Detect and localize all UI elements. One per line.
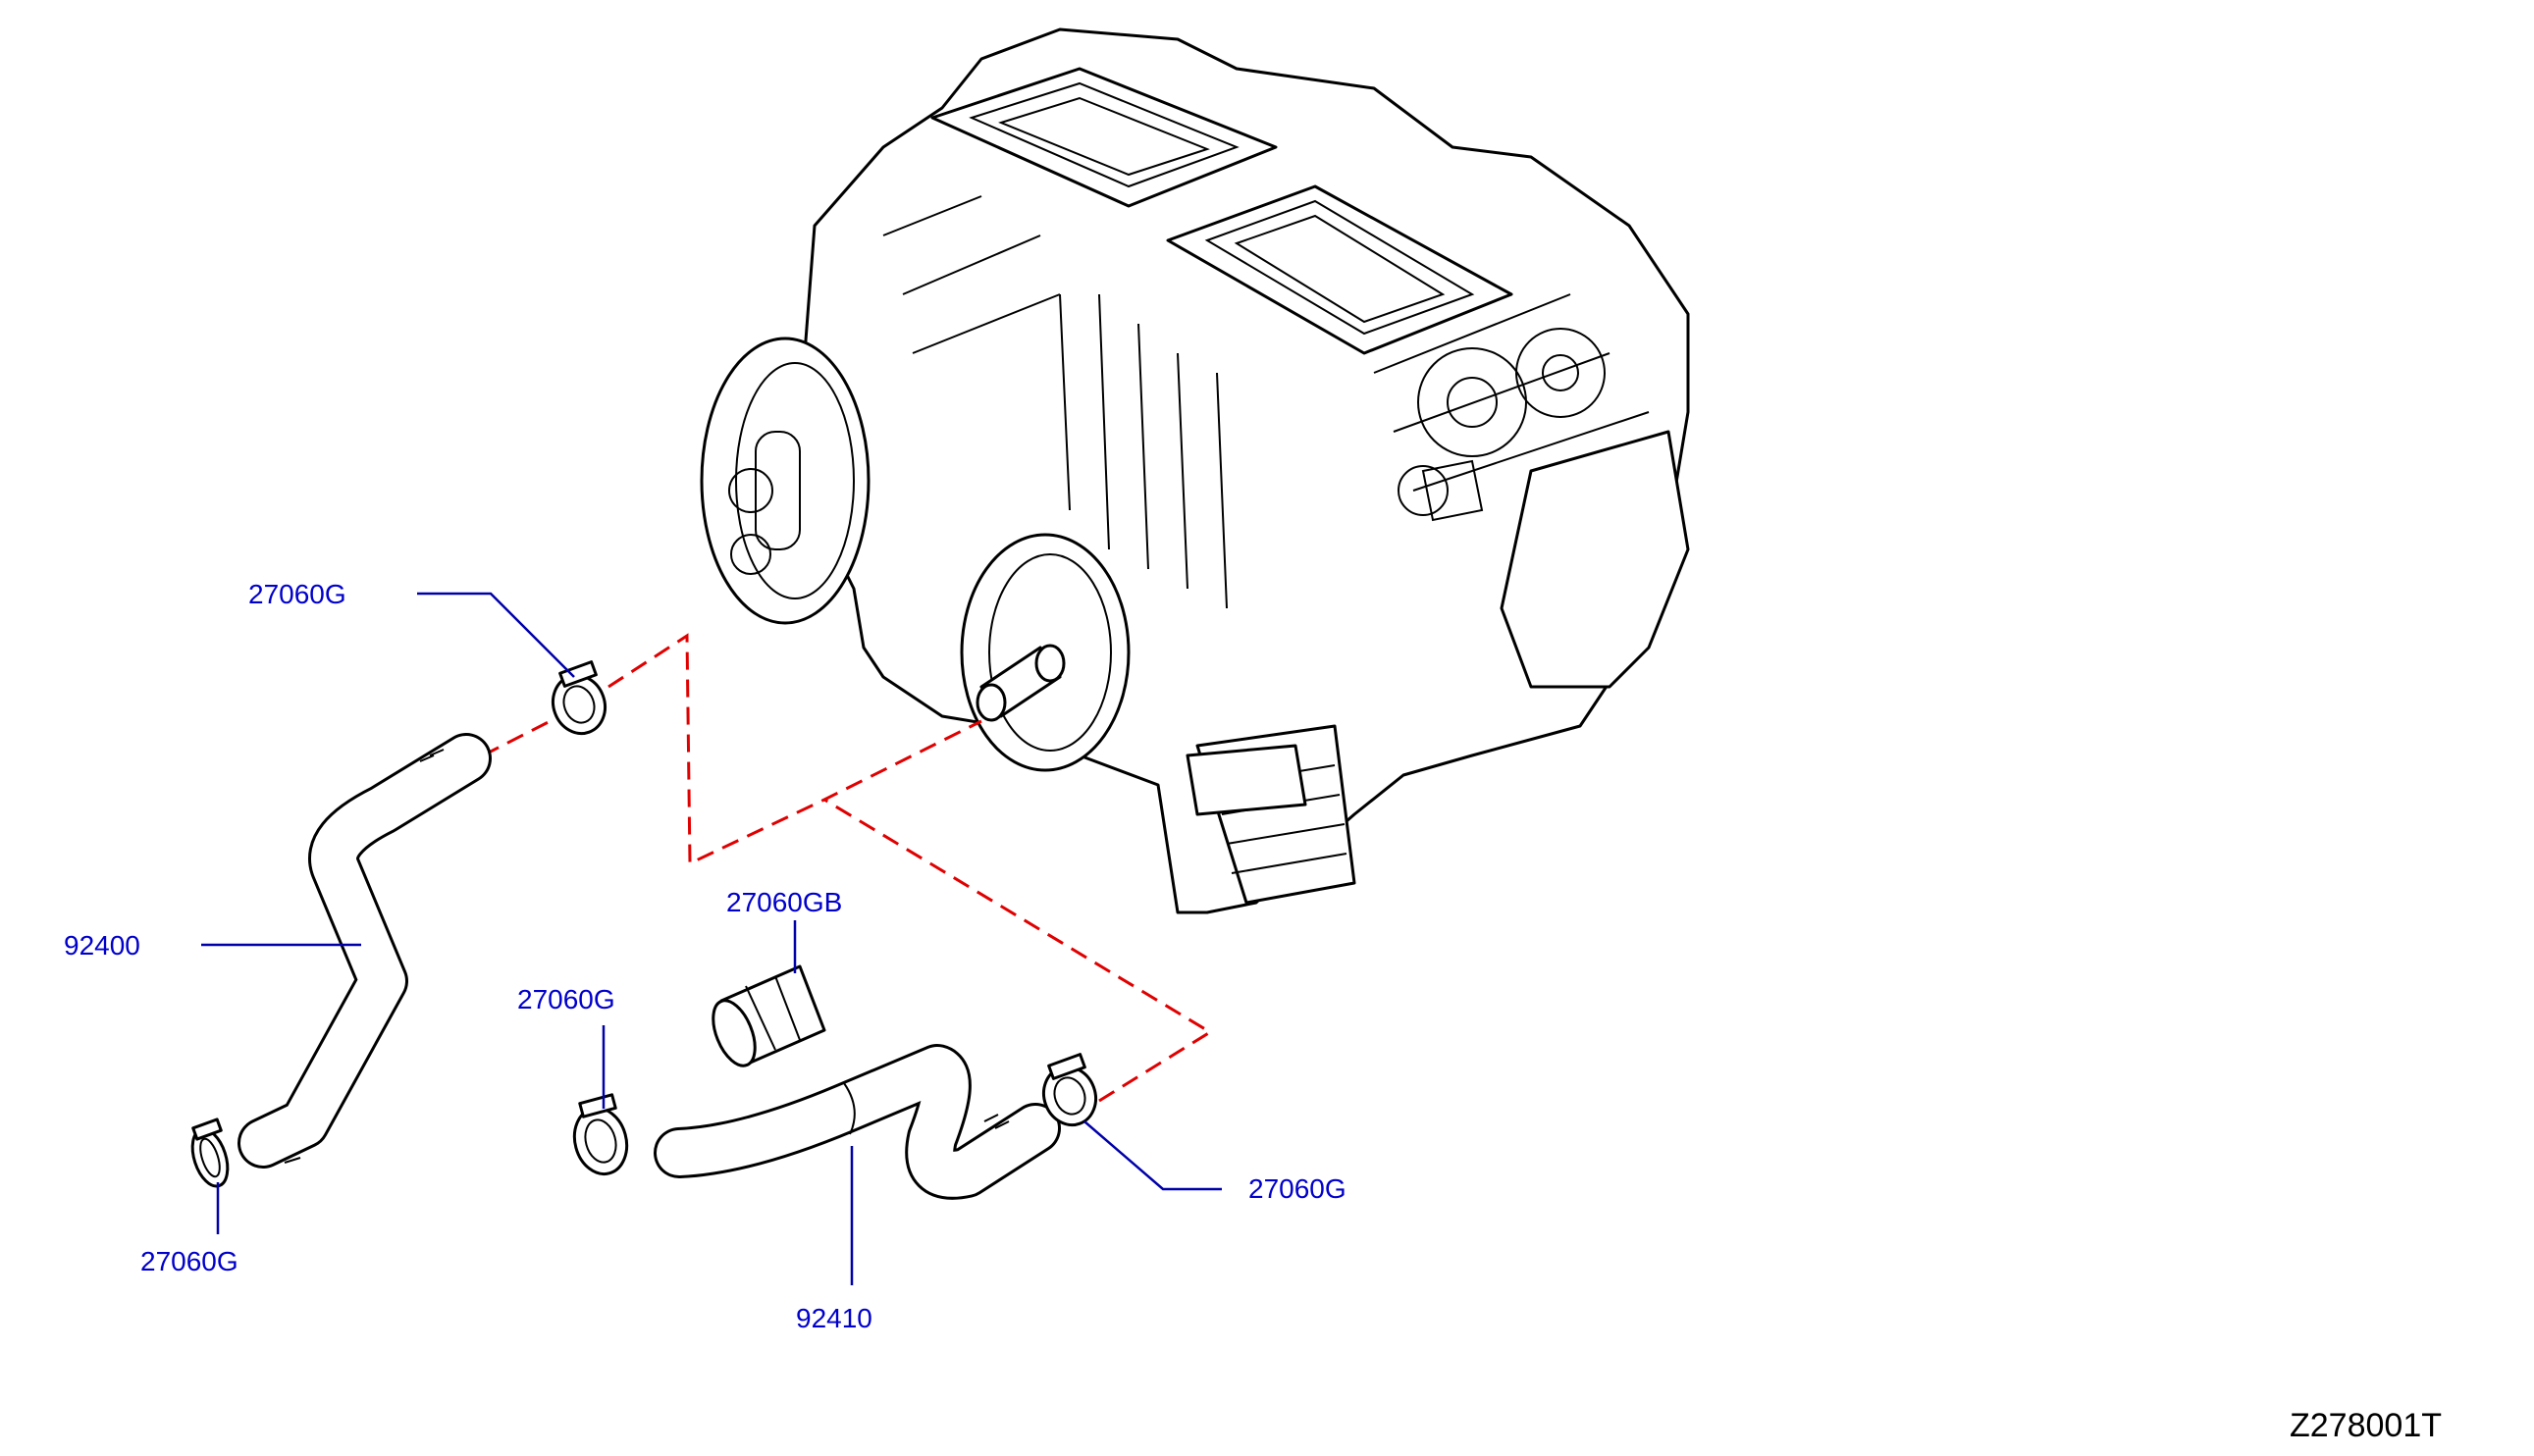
drawing-id: Z278001T bbox=[2290, 1407, 2442, 1444]
leader-clamp-upper-left bbox=[417, 592, 575, 678]
clamp-right bbox=[1042, 1053, 1097, 1127]
clamp-upper-left bbox=[552, 660, 607, 736]
heater-unit-assembly bbox=[700, 27, 1690, 914]
callout-hose-outlet: 92410 bbox=[796, 1303, 872, 1333]
phantom-line-zigzag bbox=[607, 633, 982, 866]
phantom-line-lower-hose bbox=[823, 798, 1213, 1103]
callout-clamp-upper-left: 27060G bbox=[248, 579, 346, 609]
callout-clamp-lower-left: 27060G bbox=[140, 1246, 238, 1276]
hose-inlet bbox=[238, 733, 492, 1169]
leader-clamp-right bbox=[1083, 1120, 1222, 1191]
callout-clamp-middle: 27060G bbox=[517, 984, 615, 1014]
callout-clamp-right: 27060G bbox=[1248, 1173, 1346, 1204]
leader-lines bbox=[201, 592, 1222, 1285]
callout-grommet: 27060GB bbox=[726, 887, 843, 917]
callout-hose-inlet: 92400 bbox=[64, 930, 140, 961]
clamp-middle bbox=[572, 1093, 629, 1176]
hose-outlet bbox=[654, 1044, 1061, 1200]
grommet bbox=[712, 964, 826, 1067]
clamp-lower-left bbox=[190, 1118, 230, 1188]
